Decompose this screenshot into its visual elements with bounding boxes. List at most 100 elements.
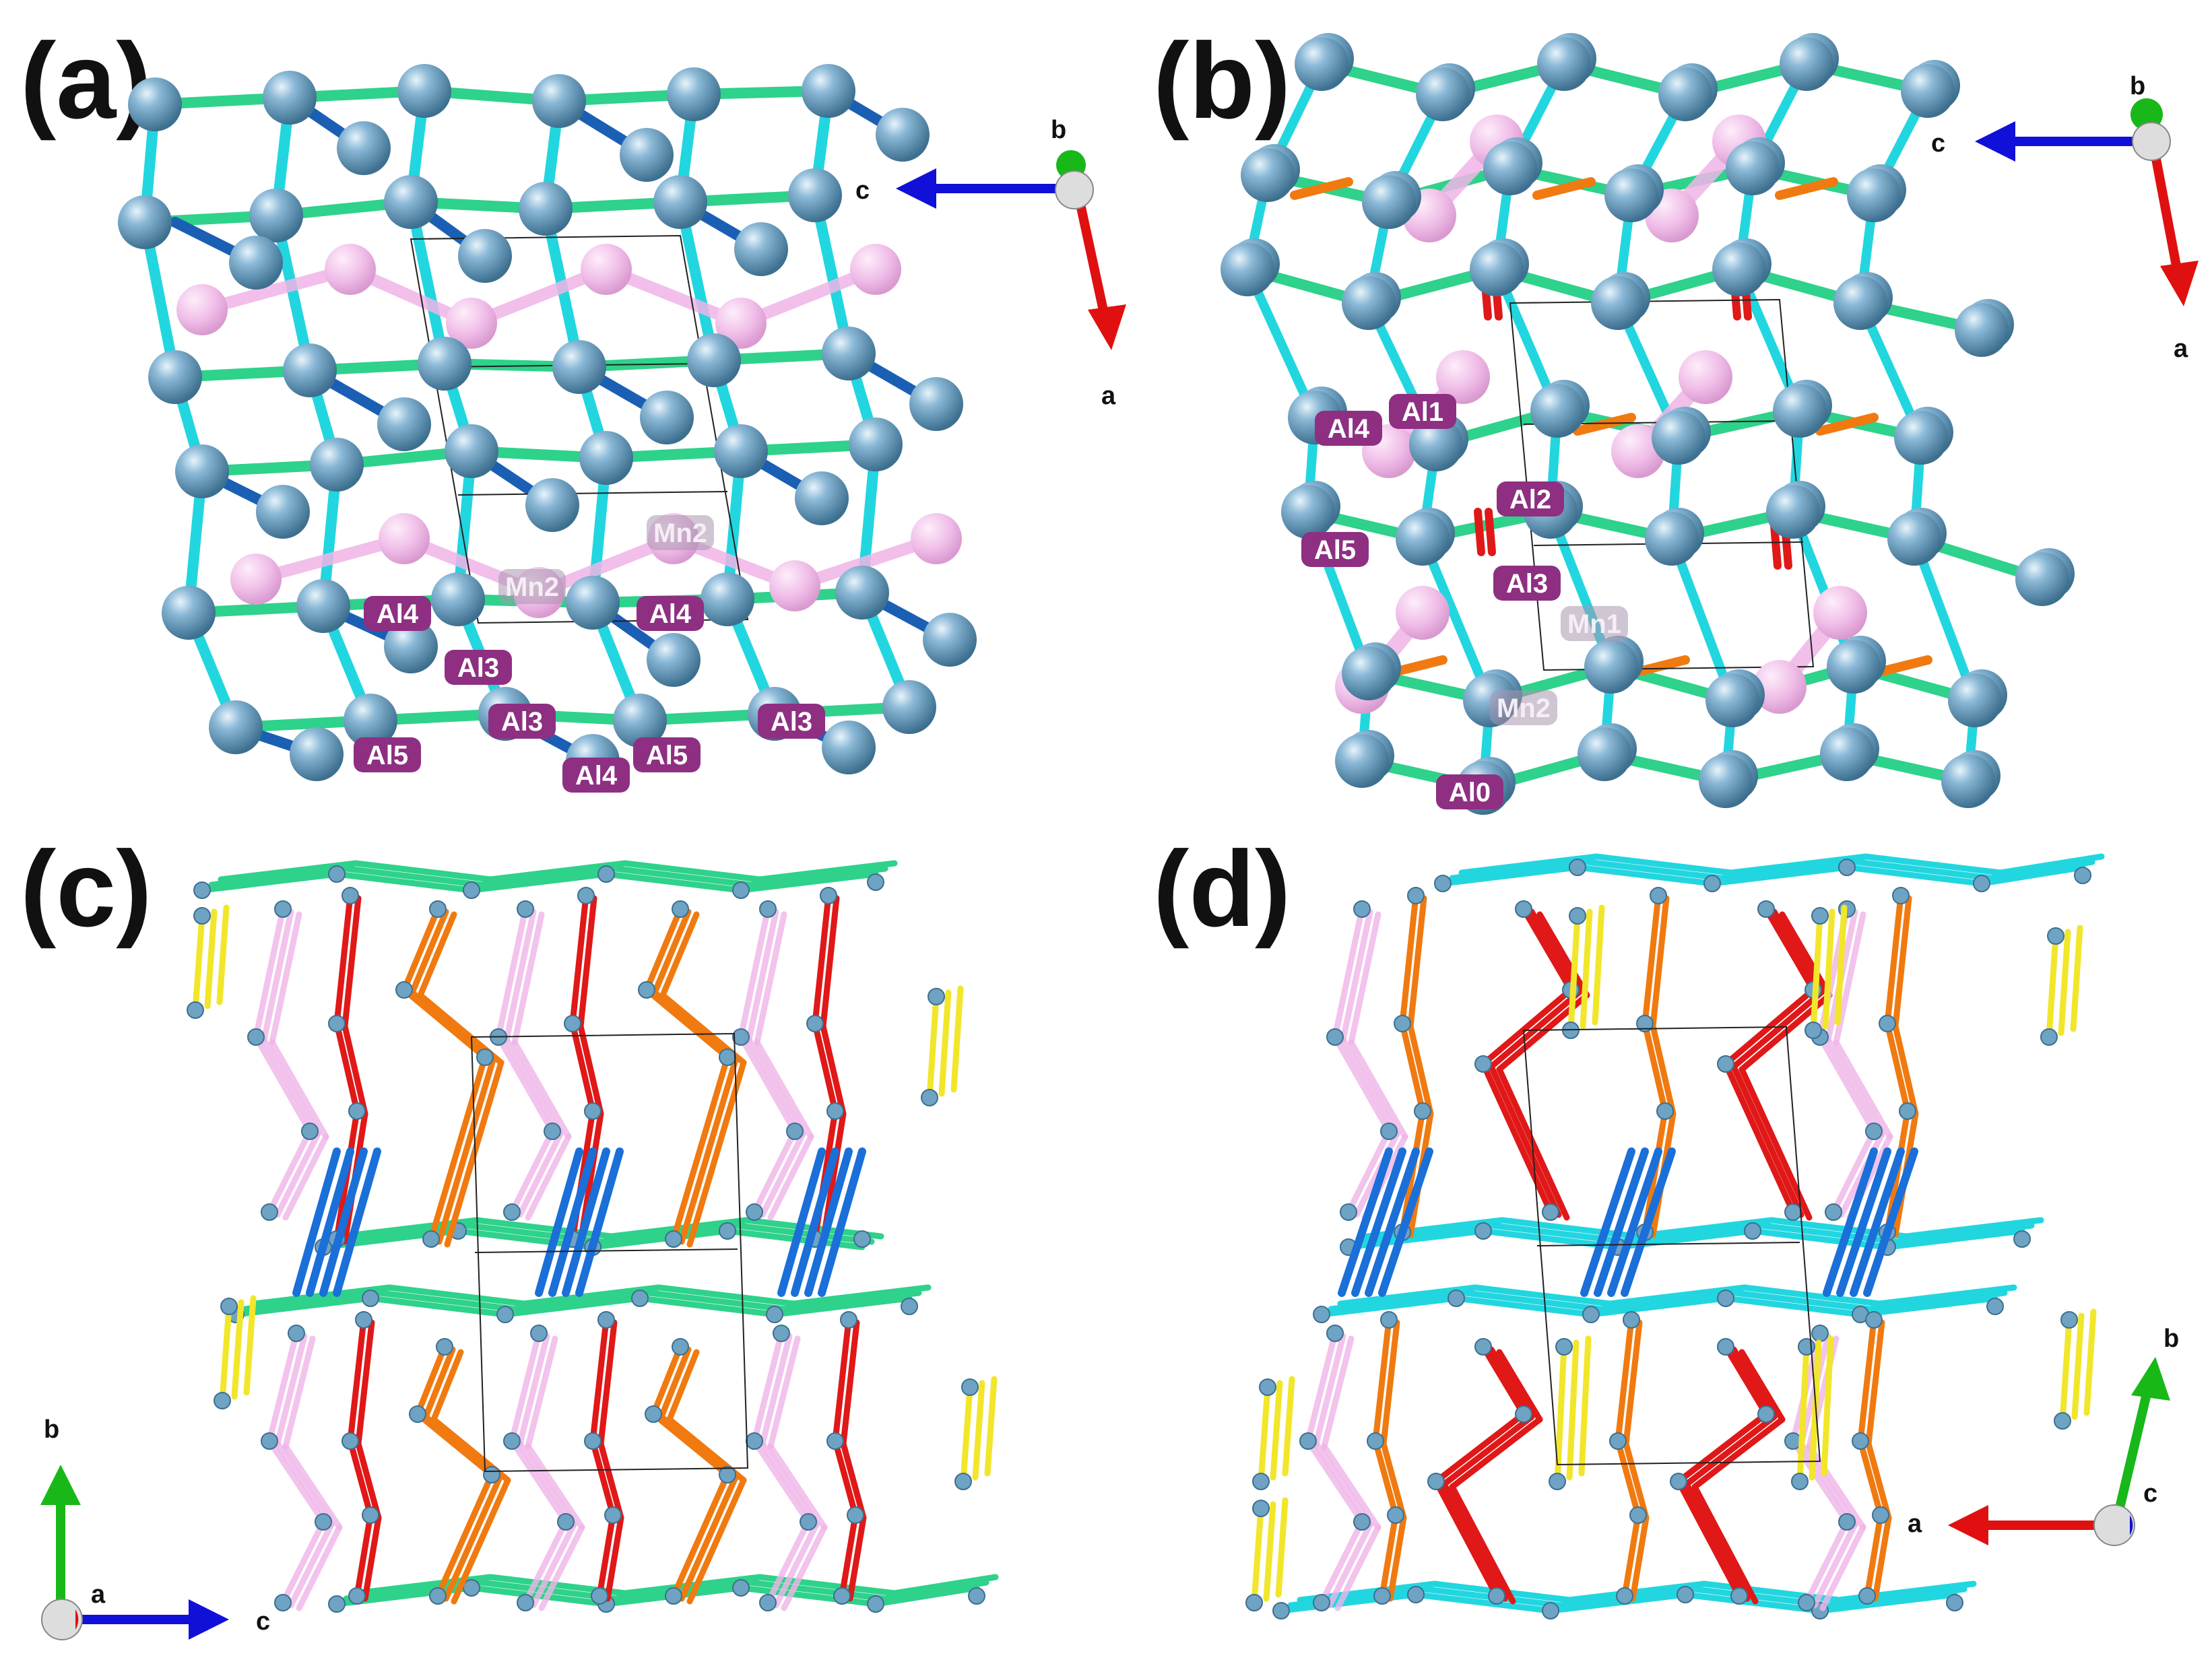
chain-bond	[765, 1518, 812, 1606]
chain-bond	[812, 1020, 839, 1114]
al-atom	[923, 613, 977, 667]
chain-bond	[1730, 1063, 1804, 1218]
chain-bond	[1372, 1438, 1399, 1518]
al-atom	[310, 438, 364, 492]
node-atom	[220, 1298, 238, 1315]
blue-bond	[292, 1147, 341, 1297]
chain-bond	[1496, 1349, 1543, 1423]
chain-bond	[414, 1343, 448, 1417]
chain-bond	[589, 1316, 610, 1444]
site-label-mn2-bg	[498, 569, 566, 604]
node-atom	[638, 981, 655, 999]
chain-bond	[1318, 1518, 1365, 1606]
layer-bond	[521, 1284, 662, 1307]
chain-bond	[773, 1521, 820, 1609]
chain-bond	[832, 1316, 852, 1444]
node-atom	[1488, 1587, 1505, 1605]
node-atom	[429, 1587, 447, 1605]
al-atom	[1530, 384, 1584, 438]
blue-bond	[777, 1147, 826, 1297]
chain-bond	[1683, 1481, 1751, 1602]
chain-bond	[1675, 1478, 1743, 1599]
layer-bond	[1584, 859, 1725, 881]
yellow-bond	[204, 908, 218, 1009]
node-atom	[328, 1015, 346, 1032]
chain-bond	[443, 1474, 503, 1602]
site-label-mn2: Mn2	[505, 572, 559, 602]
node-atom	[1427, 1473, 1445, 1490]
chain-bond	[651, 908, 692, 996]
panel-b-axis-b: b	[2130, 72, 2145, 100]
chain-bond	[266, 1330, 300, 1444]
al-atom	[835, 566, 889, 620]
yellow-bond	[926, 993, 940, 1101]
chain-bond	[759, 1131, 806, 1218]
blue-bond	[1378, 1147, 1433, 1297]
chain-bond	[658, 1346, 692, 1420]
node-atom	[1299, 1432, 1317, 1450]
node-atom	[496, 1306, 514, 1323]
chain-bond	[1449, 1483, 1516, 1605]
chain-bond	[434, 1471, 495, 1599]
al-atom	[1416, 67, 1470, 121]
chain-bond	[1864, 1512, 1884, 1599]
chain-bond	[280, 1518, 327, 1606]
chain-bond	[597, 1319, 618, 1447]
cyan-bond	[1418, 534, 1495, 705]
layer-bond	[1988, 859, 2095, 881]
chain-bond	[1340, 1036, 1400, 1137]
node-atom	[1326, 1028, 1344, 1046]
al-atom	[566, 576, 620, 630]
cyan-bond	[405, 197, 450, 369]
layer-bond	[1741, 1284, 1883, 1307]
node-atom	[584, 1102, 601, 1120]
layer-bond	[242, 1290, 383, 1312]
chain-bond	[746, 1036, 806, 1137]
node-atom	[1986, 1298, 2004, 1315]
site-label-al3: Al3	[457, 653, 499, 683]
chain-bond	[1488, 1063, 1562, 1218]
chain-bond	[589, 1438, 616, 1518]
red-bond	[1474, 508, 1485, 556]
node-atom	[833, 1587, 851, 1605]
node-atom	[1858, 1587, 1876, 1605]
node-atom	[820, 887, 837, 904]
mn-atom	[715, 298, 767, 349]
panel-c-axis-triad: b a c	[40, 1415, 270, 1640]
layer-bond	[637, 1295, 778, 1318]
chain-bond	[659, 911, 700, 999]
node-atom	[1353, 900, 1371, 918]
panel-c-axis-a: a	[91, 1580, 106, 1609]
site-label-al3-bg	[488, 704, 556, 739]
layer-bond	[738, 1584, 879, 1607]
site-label-al0-bg	[1436, 774, 1503, 809]
chain-bond	[754, 1039, 814, 1140]
site-label-al5-bg	[354, 737, 421, 772]
chain-bond	[767, 1335, 801, 1450]
node-atom	[557, 1513, 575, 1531]
site-label-al4-bg	[562, 758, 630, 793]
al-atom	[687, 333, 741, 387]
chain-bond	[1480, 987, 1574, 1067]
chain-bond	[1305, 1438, 1365, 1525]
yellow-bond	[216, 904, 230, 1005]
site-label-al4: Al4	[377, 599, 419, 629]
chain-bond	[1857, 1316, 1877, 1444]
chain-bond	[409, 908, 449, 996]
chain-bond	[577, 895, 597, 1030]
node-atom	[1515, 1405, 1532, 1423]
blue-bond	[562, 1147, 610, 1297]
panel-d-axis-triad: b a c	[1908, 1325, 2179, 1546]
chain-bond	[840, 1319, 860, 1447]
chain-bond	[525, 1335, 558, 1450]
chain-bond	[670, 1471, 731, 1599]
chain-bond	[1892, 1023, 1919, 1117]
orange-bond	[1815, 413, 1879, 436]
node-atom	[867, 873, 884, 891]
node-atom	[1798, 1594, 1815, 1611]
node-atom	[1757, 1405, 1775, 1423]
yellow-bond	[1275, 1497, 1289, 1598]
node-atom	[2013, 1230, 2031, 1248]
